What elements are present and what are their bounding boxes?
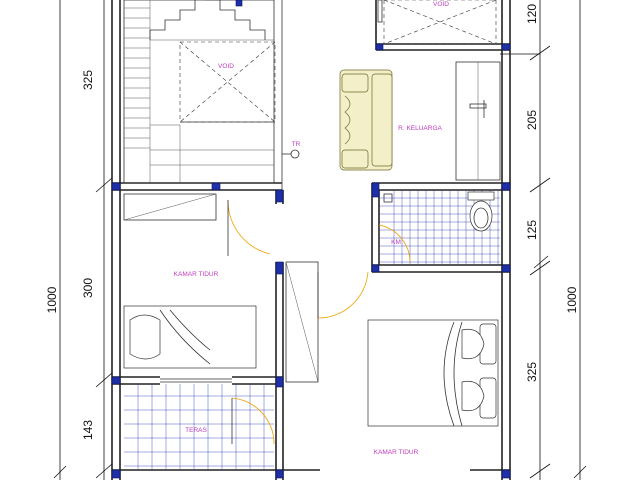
dim-right-325: 325 — [525, 362, 539, 382]
family-room-furniture — [339, 61, 501, 181]
dim-left-total: 1000 — [45, 286, 59, 313]
staircase — [123, 0, 300, 184]
tr-marker-label: TR — [292, 141, 301, 148]
dimension-lines-right — [500, 0, 587, 480]
corridor — [285, 261, 369, 383]
dim-left-325: 325 — [81, 70, 95, 90]
dim-left-143: 143 — [81, 420, 95, 440]
dim-right-205: 205 — [525, 110, 539, 130]
dim-right-125: 125 — [525, 220, 539, 240]
dim-right-total: 1000 — [565, 286, 579, 313]
dim-left-300: 300 — [81, 278, 95, 298]
bedroom-right-label: KAMAR TIDUR — [374, 449, 419, 456]
void-top — [377, 0, 497, 45]
structural-columns — [111, 0, 511, 479]
dim-right-120: 120 — [525, 4, 539, 24]
void-top-label: VOID — [433, 1, 449, 8]
bedroom-left-furniture — [123, 193, 271, 369]
dimension-lines-left — [53, 0, 113, 480]
bedroom-left-label: KAMAR TIDUR — [174, 271, 219, 278]
terrace — [124, 378, 275, 470]
family-room-label: R. KELUARGA — [398, 125, 442, 132]
terrace-label: TERAS — [185, 427, 207, 434]
bathroom-label: KM — [391, 239, 401, 246]
void-stair-label: VOID — [218, 63, 234, 70]
bathroom — [378, 190, 500, 265]
bedroom-right-furniture — [367, 319, 499, 427]
